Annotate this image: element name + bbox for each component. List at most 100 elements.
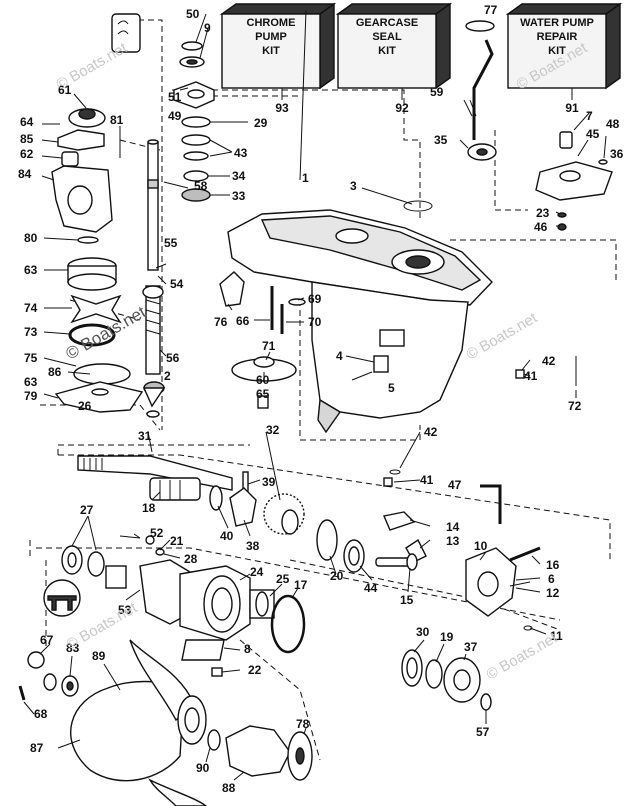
callout-23: 23 (536, 206, 550, 220)
callout-79: 79 (24, 389, 38, 403)
callout-70: 70 (308, 315, 322, 329)
callout-34: 34 (232, 169, 246, 183)
callout-13: 13 (446, 534, 460, 548)
callout-12: 12 (546, 586, 560, 600)
callout-86: 86 (48, 365, 62, 379)
kit-label-line: WATER PUMP (520, 17, 594, 29)
callout-16: 16 (546, 558, 560, 572)
callout-63: 63 (24, 263, 38, 277)
callout-85: 85 (20, 132, 34, 146)
callout-35: 35 (434, 133, 448, 147)
callout-41: 41 (524, 369, 538, 383)
callout-77: 77 (484, 3, 498, 17)
callout-57: 57 (476, 725, 490, 739)
callout-44: 44 (364, 581, 378, 595)
callout-68: 68 (34, 707, 48, 721)
callout-1: 1 (302, 171, 309, 185)
callout-51: 51 (168, 90, 182, 104)
callout-47: 47 (448, 478, 462, 492)
callout-60: 60 (256, 373, 270, 387)
kit-label-line: KIT (262, 45, 280, 57)
callout-42b: 42 (424, 425, 438, 439)
callout-41b: 41 (420, 473, 434, 487)
callout-31: 31 (138, 429, 152, 443)
callout-6: 6 (548, 572, 555, 586)
kit-label-line: CHROME (247, 17, 296, 29)
callout-84: 84 (18, 167, 32, 181)
callout-48: 48 (606, 117, 620, 131)
callout-73: 73 (24, 325, 38, 339)
callout-21: 21 (170, 534, 184, 548)
callout-20: 20 (330, 569, 344, 583)
propeller-shaft-and-gears (77, 455, 365, 573)
kit-label-line: SEAL (372, 31, 402, 43)
callout-52: 52 (150, 526, 164, 540)
callout-11: 11 (550, 629, 563, 643)
callout-71: 71 (262, 339, 276, 353)
center-shaft-stack (142, 41, 215, 418)
callout-36: 36 (610, 147, 624, 161)
watermark: © Boats.net (464, 309, 541, 363)
callout-46: 46 (534, 220, 548, 234)
kit-number: 91 (565, 101, 579, 115)
callout-19: 19 (440, 630, 454, 644)
callout-26: 26 (78, 399, 92, 413)
callout-27: 27 (80, 503, 94, 517)
callout-7: 7 (586, 109, 593, 123)
callout-33: 33 (232, 189, 246, 203)
callout-55: 55 (164, 236, 178, 250)
callout-45: 45 (586, 127, 600, 141)
callout-56: 56 (166, 351, 180, 365)
callout-39: 39 (262, 475, 276, 489)
callout-53: 53 (118, 603, 132, 617)
callout-89: 89 (92, 649, 106, 663)
callout-67: 67 (40, 633, 54, 647)
kit-label-line: PUMP (255, 31, 287, 43)
callout-59: 59 (430, 85, 444, 99)
callout-2: 2 (164, 369, 171, 383)
callout-83: 83 (66, 641, 80, 655)
callout-75: 75 (24, 351, 38, 365)
callout-54: 54 (170, 277, 184, 291)
callout-76: 76 (214, 315, 228, 329)
callout-40: 40 (220, 529, 234, 543)
shift-mechanism-parts (375, 511, 541, 631)
callout-88: 88 (222, 781, 236, 795)
callout-49: 49 (168, 109, 182, 123)
callout-9: 9 (204, 21, 211, 35)
kit-box-water-pump-repair: WATER PUMP REPAIR KIT 91 (505, 2, 623, 115)
callout-5: 5 (388, 381, 395, 395)
callout-8: 8 (244, 642, 251, 656)
callout-10: 10 (474, 539, 488, 553)
callout-15: 15 (400, 593, 414, 607)
callout-28: 28 (184, 552, 198, 566)
callout-3: 3 (350, 179, 357, 193)
mid-section-parts (219, 271, 577, 524)
callout-32: 32 (266, 423, 280, 437)
kit-box-chrome-pump: CHROME PUMP KIT 93 (219, 2, 337, 115)
watermark: © Boats.net (484, 629, 561, 683)
callout-38: 38 (246, 539, 260, 553)
kit-number: 93 (275, 101, 289, 115)
kit-label-line: REPAIR (537, 31, 578, 43)
callout-81: 81 (110, 113, 124, 127)
callout-62: 62 (20, 147, 34, 161)
callout-24: 24 (250, 565, 264, 579)
shift-rod-and-pump-cover (403, 20, 613, 231)
callout-69: 69 (308, 292, 322, 306)
callout-37: 37 (464, 640, 478, 654)
callout-78: 78 (296, 717, 310, 731)
callout-30: 30 (416, 625, 430, 639)
callout-29: 29 (254, 116, 268, 130)
water-pump-parts-left (51, 13, 144, 413)
callout-42: 42 (542, 354, 556, 368)
callout-18: 18 (142, 501, 156, 515)
kit-number: 92 (395, 101, 409, 115)
lower-right-parts (401, 649, 492, 711)
kit-label-line: KIT (378, 45, 396, 57)
callout-numbers: 1 2 3 4 5 6 7 8 9 10 11 12 13 14 15 16 1… (18, 3, 624, 795)
callout-87: 87 (30, 741, 44, 755)
watermark: © Boats.net (54, 39, 131, 93)
leader-lines (23, 9, 607, 781)
